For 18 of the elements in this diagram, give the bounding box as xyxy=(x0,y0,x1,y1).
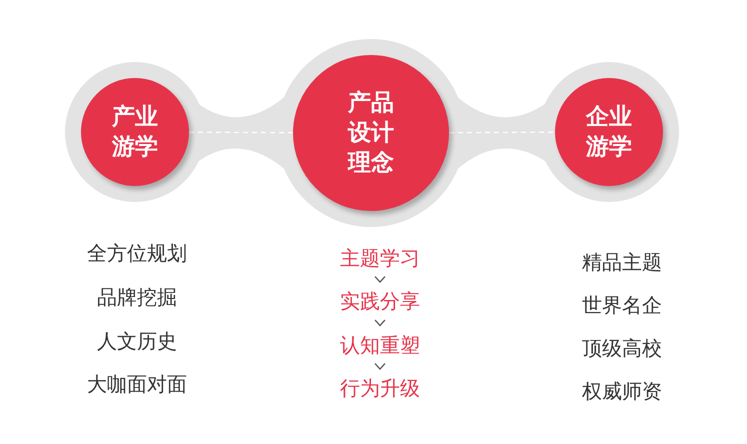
step-label: 认知重塑 xyxy=(340,334,420,356)
list-text: 全方位规划 xyxy=(87,242,187,264)
list-text: 人文历史 xyxy=(97,330,177,352)
list-text: 世界名企 xyxy=(582,294,662,316)
list-text: 大咖面对面 xyxy=(87,373,187,395)
step-label: 实践分享 xyxy=(340,290,420,312)
step-label: 主题学习 xyxy=(340,247,420,269)
list-text: 顶级高校 xyxy=(582,337,662,359)
chevron-arrow xyxy=(374,363,386,370)
chevron-arrow xyxy=(374,276,386,283)
circle-label: 产品设计理念 xyxy=(346,89,395,178)
list-text: 权威师资 xyxy=(582,380,662,402)
step-label: 行为升级 xyxy=(340,377,420,399)
list-text: 品牌挖掘 xyxy=(97,286,177,308)
circle-label: 企业游学 xyxy=(584,103,633,162)
circle-label: 产业游学 xyxy=(110,103,159,162)
chevron-arrow xyxy=(374,320,386,326)
list-text: 精品主题 xyxy=(582,251,662,273)
